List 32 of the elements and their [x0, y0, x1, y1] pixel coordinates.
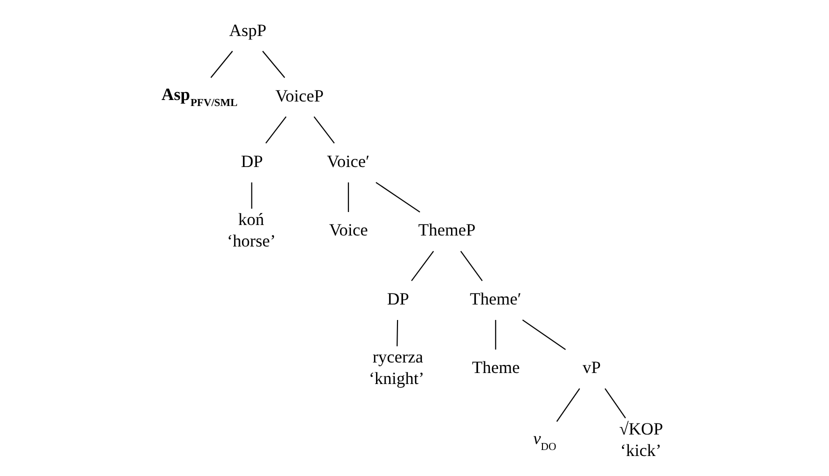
connector	[411, 250, 434, 282]
node-label: ‘horse’	[226, 231, 276, 250]
connector	[556, 388, 580, 422]
node-text: Theme	[472, 358, 520, 378]
node-text: Asp$_{PFV/SML}$	[161, 85, 238, 110]
node-label: ‘kick’	[620, 440, 662, 460]
node-text: DP	[240, 152, 263, 171]
connector	[522, 320, 566, 350]
node-text: Voice′	[326, 152, 370, 171]
node-text: rycerza	[372, 347, 424, 366]
node-text: DP	[387, 289, 410, 308]
node-text: ThemeP	[418, 220, 476, 240]
node-text: √KOP	[619, 419, 664, 438]
connector	[262, 50, 286, 78]
connector	[604, 388, 626, 418]
node-text: v$_{DO}$	[533, 429, 556, 454]
connector	[251, 182, 252, 209]
node-text: Voice	[329, 220, 368, 240]
node-text: VoiceP	[275, 86, 324, 106]
connector	[348, 182, 349, 212]
node-text: vP	[582, 358, 601, 378]
connector	[376, 182, 420, 212]
node-label: ‘knight’	[368, 368, 424, 388]
connector	[314, 116, 335, 144]
node-text: koń	[238, 210, 264, 229]
connector	[210, 50, 233, 78]
node-text: Theme′	[470, 289, 522, 308]
connector	[265, 116, 286, 144]
connector	[396, 320, 398, 346]
connector	[460, 250, 483, 282]
node-text: AspP	[229, 20, 266, 40]
connector	[495, 320, 496, 350]
